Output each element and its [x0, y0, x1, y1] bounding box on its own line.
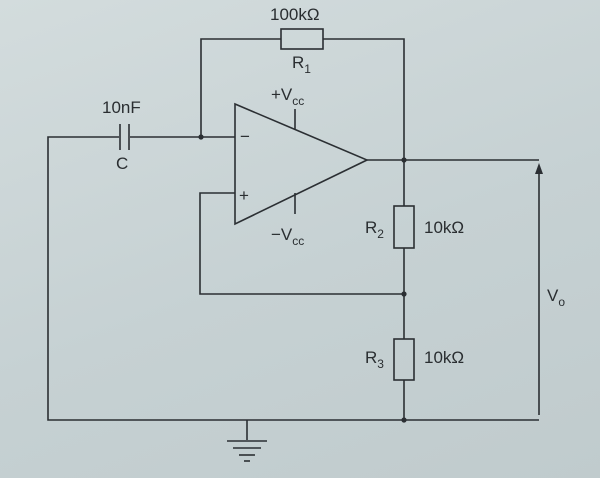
junction-ground-rail — [401, 417, 407, 423]
resistor-r2-subscript: 2 — [377, 227, 384, 241]
capacitor-value: 10nF — [102, 98, 141, 117]
resistor-r3-value: 10kΩ — [424, 348, 464, 367]
resistor-r1-subscript: 1 — [304, 62, 311, 76]
wire-feedback-left — [200, 38, 281, 137]
resistor-r2: R2 10kΩ — [365, 205, 464, 249]
resistor-r3-subscript: 3 — [377, 357, 384, 371]
resistor-r1-value: 100kΩ — [270, 5, 320, 24]
resistor-r3-letter: R — [365, 348, 377, 367]
resistor-r1-label: R1 — [292, 53, 311, 76]
opamp-neg-supply-label: −Vcc — [271, 225, 304, 248]
resistor-r1-letter: R — [292, 53, 304, 72]
wire-noninverting-feedback — [199, 192, 404, 295]
output-voltage: Vo — [535, 163, 565, 415]
junctions — [198, 134, 407, 423]
resistor-r2-value: 10kΩ — [424, 218, 464, 237]
ground-symbol — [227, 440, 267, 462]
opamp-pos-supply-sub: cc — [292, 94, 304, 108]
opamp-neg-supply-sub: cc — [292, 234, 304, 248]
opamp-pos-supply-label: +Vcc — [271, 85, 304, 108]
wires — [47, 38, 539, 440]
opamp-triangle — [234, 102, 369, 226]
opamp-neg-supply-prefix: −V — [271, 225, 293, 244]
wire-capacitor-left — [47, 136, 404, 421]
output-voltage-label: Vo — [547, 286, 565, 309]
output-voltage-arrowhead — [535, 163, 543, 174]
opamp: − + +Vcc −Vcc — [234, 85, 369, 248]
opamp-pos-supply-prefix: +V — [271, 85, 293, 104]
capacitor-name: C — [116, 154, 128, 173]
opamp-inverting-sign: − — [240, 127, 250, 146]
resistor-r3-body — [393, 338, 415, 381]
output-voltage-letter: V — [547, 286, 559, 305]
wire-feedback-right — [323, 38, 405, 160]
junction-output — [401, 157, 407, 163]
capacitor-c: 10nF C — [102, 98, 141, 173]
resistor-r3-label: R3 — [365, 348, 384, 371]
resistor-r2-body — [393, 205, 415, 249]
resistor-r2-label: R2 — [365, 218, 384, 241]
resistor-r3: R3 10kΩ — [365, 338, 464, 381]
junction-divider — [401, 291, 407, 297]
resistor-r2-letter: R — [365, 218, 377, 237]
opamp-noninverting-sign: + — [239, 186, 249, 205]
output-voltage-subscript: o — [558, 295, 565, 309]
resistor-r1: 100kΩ R1 — [270, 5, 324, 76]
junction-inverting — [198, 134, 204, 140]
resistor-r1-body — [280, 28, 324, 50]
